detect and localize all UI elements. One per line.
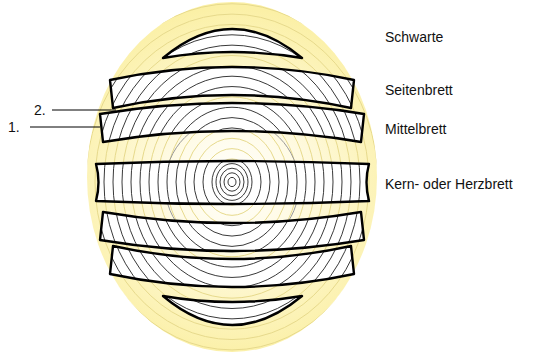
growth-ring [220,168,244,196]
callout-number: 1. [8,119,20,135]
growth-ring [68,0,396,354]
board-outline [100,212,364,251]
part-label: Kern- oder Herzbrett [385,176,513,192]
growth-ring [95,24,369,339]
growth-ring [86,14,378,350]
board-outline [163,29,302,58]
growth-ring [228,177,236,186]
leader-line [52,110,116,111]
board-outline [163,296,302,325]
growth-ring [104,35,360,329]
growth-ring [50,0,414,354]
growth-ring [158,97,306,267]
part-label: Mittelbrett [385,121,446,137]
growth-ring [77,4,387,354]
board-rings [50,0,414,354]
callout-number: 2. [34,102,46,118]
growth-ring [224,173,240,191]
board-outline [110,246,354,287]
part-label: Seitenbrett [385,82,453,98]
growth-ring [167,107,297,257]
growth-ring [203,149,261,216]
growth-ring [59,0,405,354]
board-outline [96,161,369,204]
growth-ring [176,118,288,247]
growth-ring [194,138,270,225]
board-outlines [96,29,369,325]
leader-line [30,127,100,128]
growth-ring [212,159,252,205]
part-label: Schwarte [385,29,443,45]
growth-ring [185,128,279,236]
growth-ring [122,56,342,309]
growth-ring [216,164,248,201]
board-outline [100,103,364,142]
growth-ring [113,45,351,319]
